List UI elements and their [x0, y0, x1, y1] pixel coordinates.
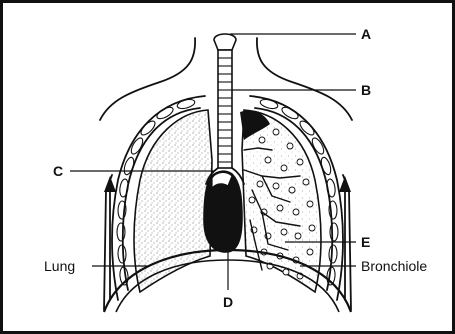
label-d: D — [223, 294, 233, 310]
label-b: B — [361, 82, 371, 98]
label-lung: Lung — [44, 258, 75, 274]
trachea — [214, 34, 236, 168]
label-e: E — [361, 234, 370, 250]
label-bronchiole: Bronchiole — [361, 258, 427, 274]
label-a: A — [361, 26, 371, 42]
label-c: C — [53, 163, 63, 179]
left-lung — [134, 110, 212, 292]
